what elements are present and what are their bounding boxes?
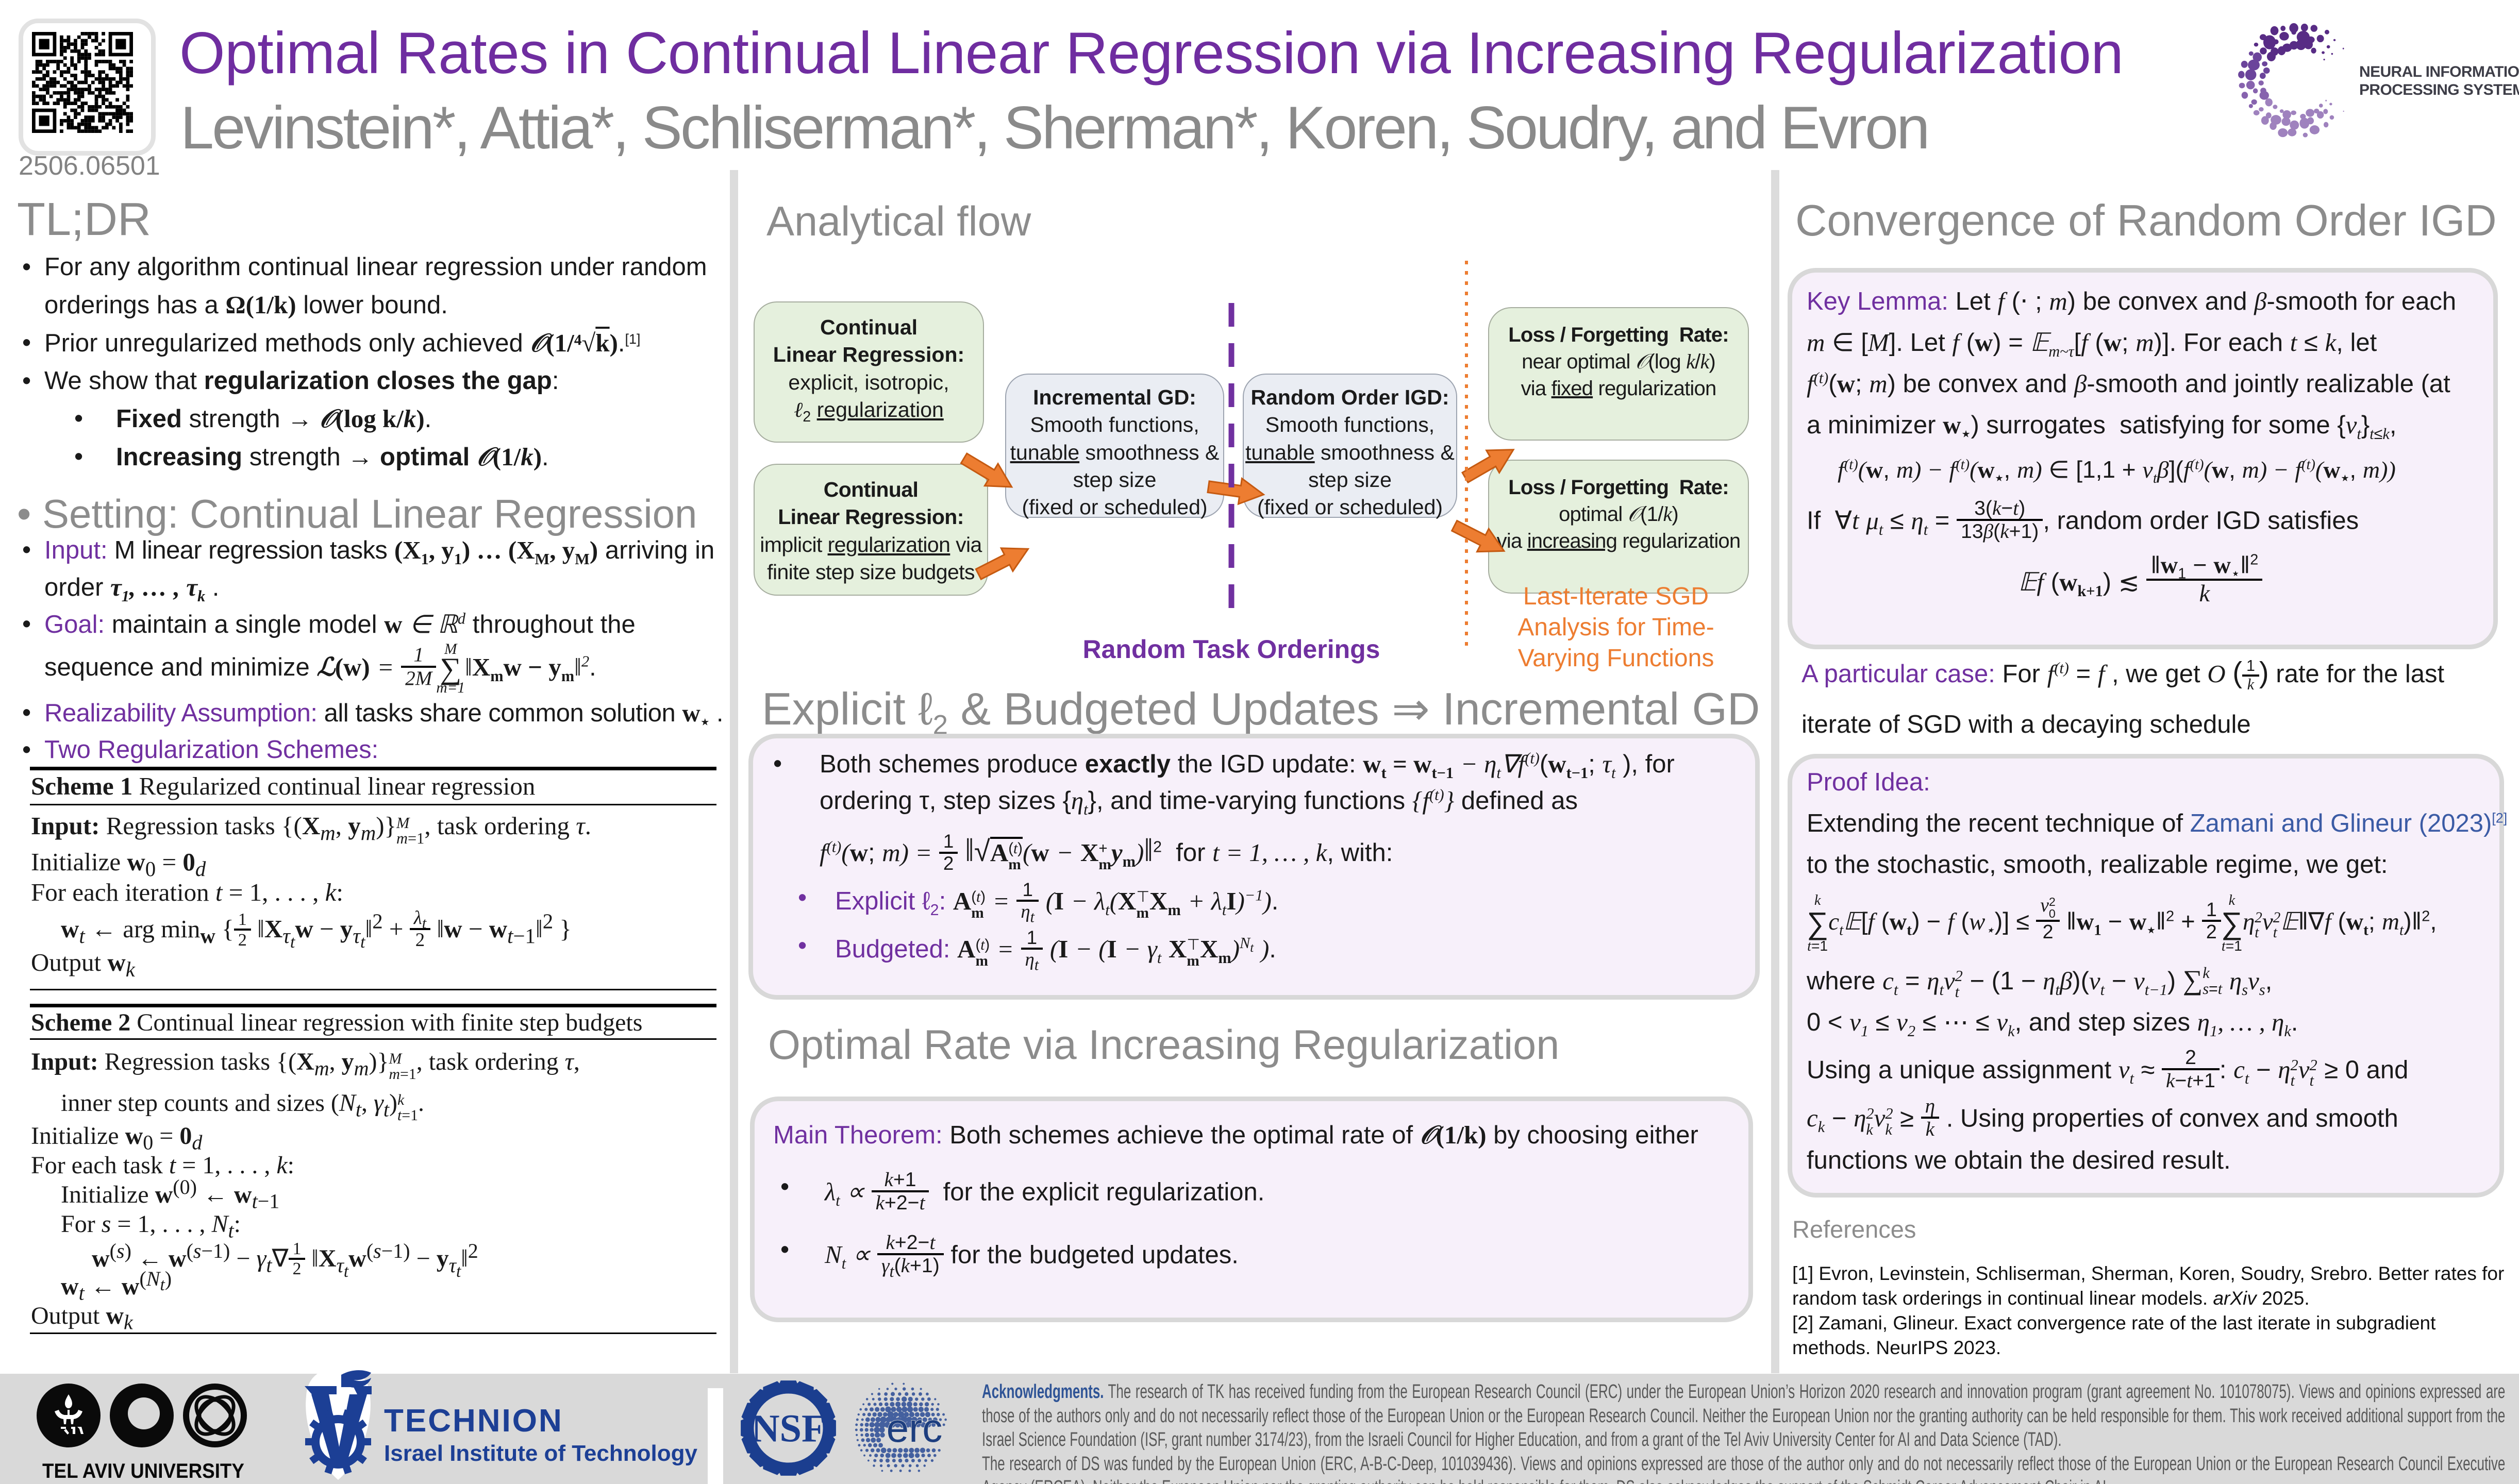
- svg-text:erc: erc: [887, 1405, 943, 1451]
- svg-text:NSF: NSF: [751, 1406, 825, 1450]
